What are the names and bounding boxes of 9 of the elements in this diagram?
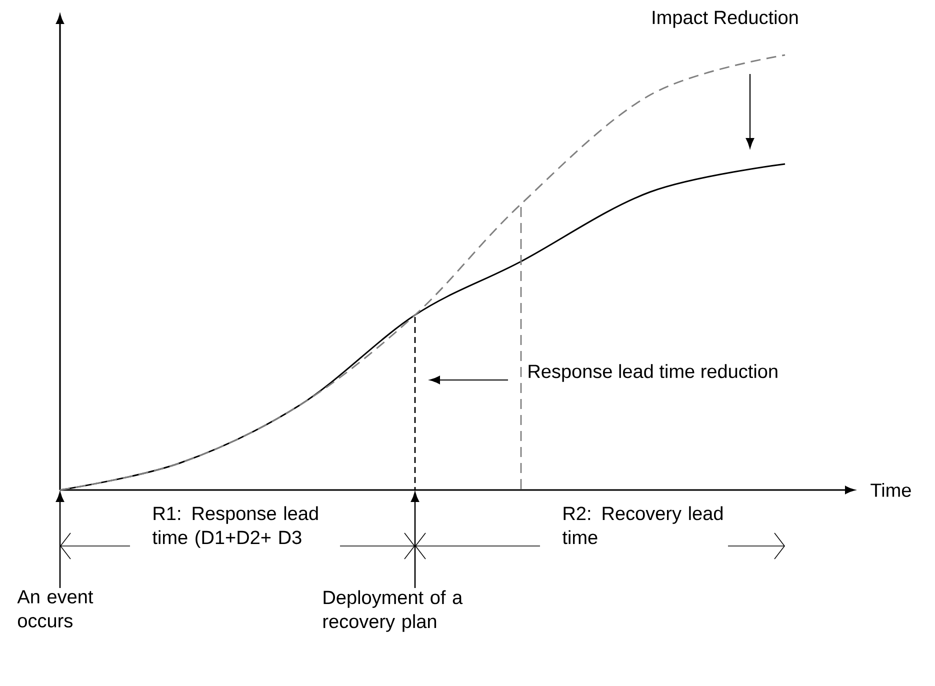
event-label: Deployment of a recovery plan [323, 590, 463, 632]
annotation-text: R1: Response lead time (D1+D2+ D3 [152, 506, 318, 548]
event-label: An event occurs [17, 590, 94, 628]
annotation-text: Response lead time reduction [528, 364, 778, 382]
annotation-text: Time [870, 483, 911, 497]
arrow [410, 492, 420, 588]
annotation-text: Impact Reduction [652, 10, 798, 28]
arrow [56, 492, 64, 588]
annotation-text: R2: Recovery lead time [562, 506, 722, 544]
